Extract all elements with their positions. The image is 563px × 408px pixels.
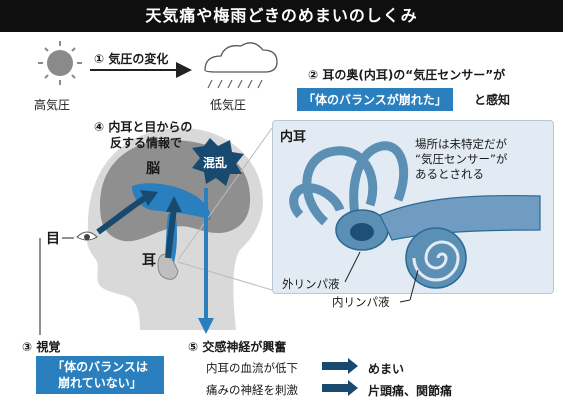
- step3-box-line1: 「体のバランスは: [52, 360, 148, 374]
- step4-line2: 反する情報で: [110, 136, 183, 150]
- step3-box: 「体のバランスは 崩れていない」: [36, 356, 164, 394]
- step2-box: 「体のバランスが崩れた」: [297, 88, 453, 111]
- brain-label: 脳: [146, 161, 160, 177]
- step5-effect-2: 片頭痛、関節痛: [368, 384, 453, 398]
- rain-cloud-icon: [204, 42, 278, 89]
- effect-arrow-2: [322, 380, 358, 396]
- inner-ear-callout-lines: [177, 127, 273, 291]
- step2-suffix: と感知: [474, 93, 511, 107]
- step5-cause-1: 内耳の血流が低下: [206, 361, 298, 375]
- ear-label: 耳: [142, 253, 156, 269]
- eye-label: 目: [44, 228, 62, 248]
- inner-ear-title: 内耳: [280, 130, 307, 145]
- signal-arrows: [96, 190, 182, 259]
- inner-ear-note-2: “気圧センサー”が: [415, 152, 508, 166]
- cochlea-illustration: [405, 227, 467, 289]
- ear-illustration: [157, 253, 179, 280]
- step4-line1: ④ 内耳と目からの: [94, 120, 193, 134]
- step5-effect-1: めまい: [368, 362, 405, 376]
- low-pressure-label: 低気圧: [210, 98, 247, 112]
- page-title: 天気痛や梅雨どきのめまいのしくみ: [0, 0, 563, 32]
- confusion-burst: [192, 138, 244, 186]
- step5-label: ⑤ 交感神経が興奮: [188, 340, 287, 354]
- step5-cause-2: 痛みの神経を刺激: [206, 383, 298, 397]
- endolymph-label: 内リンパ液: [332, 295, 390, 309]
- step2-label: ② 耳の奥(内耳)の“気圧センサー”が: [308, 68, 506, 82]
- inner-ear-note-3: あるとされる: [415, 167, 484, 181]
- inner-ear-note-1: 場所は未特定だが: [415, 137, 507, 151]
- perilymph-label: 外リンパ液: [282, 277, 340, 291]
- step3-box-line2: 崩れていない」: [58, 376, 142, 390]
- step3-label: ③ 視覚: [22, 340, 61, 354]
- high-pressure-label: 高気圧: [34, 98, 71, 112]
- eye-illustration: [76, 231, 98, 241]
- nerve-arrow: [198, 188, 214, 334]
- step1-label: ① 気圧の変化: [94, 52, 169, 66]
- confusion-label: 混乱: [203, 156, 228, 170]
- sun-icon: [38, 41, 82, 85]
- effect-arrow-1: [322, 358, 358, 374]
